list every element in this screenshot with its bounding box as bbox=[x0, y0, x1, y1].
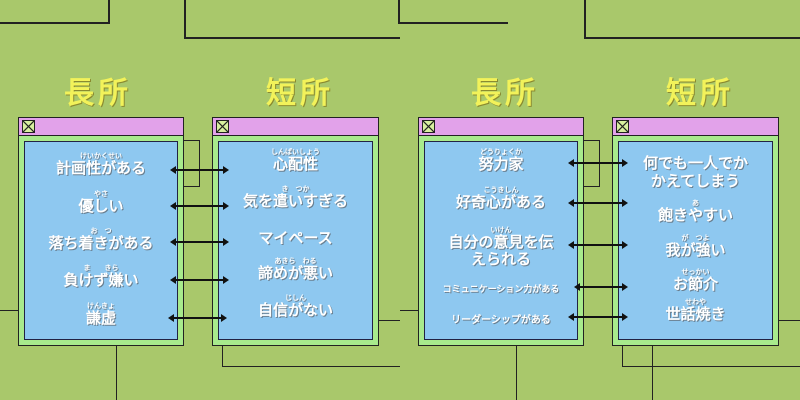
item-text: 飽きやすい bbox=[657, 206, 733, 224]
furigana: が つよ bbox=[681, 234, 710, 242]
list-item: が つよ我が強い bbox=[619, 234, 772, 259]
weaknesses-panel-2: 何でも一人でかかえてしまう あ飽きやすい が つよ我が強い せっかいお節介 せわ… bbox=[612, 117, 779, 346]
furigana: お つ bbox=[90, 227, 112, 235]
double-arrow-icon bbox=[568, 198, 628, 208]
item-text: リーダーシップがある bbox=[451, 315, 551, 326]
strengths-panel-2: どうりょくか努力家 こうきしん好奇心がある いけん自分の意見を伝えられる コミュ… bbox=[418, 117, 584, 346]
panel-content: けいかくせい計画性がある やさ優しい お つ落ち着きがある ま きら負けず嫌い … bbox=[24, 141, 178, 340]
furigana: こうきしん bbox=[483, 186, 519, 194]
item-text: 計画性がある bbox=[55, 159, 146, 177]
furigana: どうりょくか bbox=[480, 148, 522, 156]
item-text: 好奇心がある bbox=[455, 193, 546, 211]
double-arrow-icon bbox=[574, 282, 628, 292]
panel-content: どうりょくか努力家 こうきしん好奇心がある いけん自分の意見を伝えられる コミュ… bbox=[424, 141, 578, 340]
furigana: あ bbox=[692, 199, 699, 207]
list-item: 何でも一人でかかえてしまう bbox=[619, 154, 772, 190]
heading-weaknesses-1: 短所 bbox=[266, 76, 334, 111]
furigana: あきら わる bbox=[274, 257, 317, 265]
strengths-panel-1: けいかくせい計画性がある やさ優しい お つ落ち着きがある ま きら負けず嫌い … bbox=[18, 117, 184, 346]
list-item: あきら わる諦めが悪い bbox=[219, 257, 372, 282]
furigana: けいかくせい bbox=[80, 152, 122, 160]
weaknesses-panel-1: しんぱいしょう心配性 き つか気を遣いすぎる マイペース あきら わる諦めが悪い… bbox=[212, 117, 379, 346]
list-item: リーダーシップがある bbox=[425, 312, 577, 329]
heading-weaknesses-2: 短所 bbox=[666, 76, 734, 111]
item-text: 謙虚 bbox=[85, 309, 116, 327]
list-item: いけん自分の意見を伝えられる bbox=[425, 226, 577, 268]
close-icon[interactable] bbox=[616, 120, 629, 133]
panel-titlebar bbox=[419, 118, 583, 136]
furigana: き つか bbox=[281, 185, 310, 193]
list-item: やさ優しい bbox=[25, 190, 177, 215]
item-text: コミュニケーション力がある bbox=[442, 285, 560, 295]
close-icon[interactable] bbox=[216, 120, 229, 133]
item-text: 負けず嫌い bbox=[63, 271, 139, 289]
item-text: 努力家 bbox=[478, 155, 524, 173]
furigana: じしん bbox=[285, 294, 306, 302]
furigana: いけん bbox=[490, 226, 512, 234]
item-text: 気を遣いすぎる bbox=[242, 192, 348, 210]
double-arrow-icon bbox=[170, 237, 229, 247]
panel-content: 何でも一人でかかえてしまう あ飽きやすい が つよ我が強い せっかいお節介 せわ… bbox=[618, 141, 773, 340]
item-text: 諦めが悪い bbox=[257, 264, 333, 282]
furigana: せっかい bbox=[681, 268, 710, 276]
close-icon[interactable] bbox=[22, 120, 35, 133]
panel-titlebar bbox=[19, 118, 183, 136]
double-arrow-icon bbox=[568, 312, 628, 322]
list-item: せわや世話焼き bbox=[619, 298, 772, 323]
furigana: やさ bbox=[94, 190, 108, 198]
panel-titlebar bbox=[213, 118, 378, 136]
list-item: しんぱいしょう心配性 bbox=[219, 148, 372, 173]
list-item: じしん自信がない bbox=[219, 294, 372, 319]
item-text: お節介 bbox=[672, 275, 718, 293]
item-text: 落ち着きがある bbox=[48, 234, 154, 252]
furigana: けんきょ bbox=[87, 302, 115, 310]
item-text: 心配性 bbox=[272, 155, 318, 173]
furigana: せわや bbox=[685, 298, 706, 306]
list-item: ま きら負けず嫌い bbox=[25, 264, 177, 289]
item-text: 何でも一人でかかえてしまう bbox=[642, 154, 748, 190]
item-text: 世話焼き bbox=[665, 305, 726, 323]
panel-titlebar bbox=[613, 118, 778, 136]
item-text: 自信がない bbox=[257, 301, 333, 319]
heading-strengths-2: 長所 bbox=[471, 76, 539, 111]
furigana: ま きら bbox=[83, 264, 119, 272]
list-item: けんきょ謙虚 bbox=[25, 302, 177, 327]
double-arrow-icon bbox=[568, 158, 628, 168]
item-text: 優しい bbox=[78, 197, 124, 215]
item-text: マイペース bbox=[258, 229, 333, 247]
list-item: こうきしん好奇心がある bbox=[425, 186, 577, 211]
list-item: けいかくせい計画性がある bbox=[25, 152, 177, 177]
double-arrow-icon bbox=[168, 313, 227, 323]
double-arrow-icon bbox=[170, 165, 229, 175]
double-arrow-icon bbox=[170, 201, 229, 211]
furigana: しんぱいしょう bbox=[271, 148, 320, 156]
list-item: せっかいお節介 bbox=[619, 268, 772, 293]
double-arrow-icon bbox=[568, 240, 628, 250]
list-item: マイペース bbox=[219, 230, 372, 247]
close-icon[interactable] bbox=[422, 120, 435, 133]
list-item: き つか気を遣いすぎる bbox=[219, 185, 372, 210]
item-text: 我が強い bbox=[665, 241, 726, 259]
double-arrow-icon bbox=[170, 275, 229, 285]
list-item: どうりょくか努力家 bbox=[425, 148, 577, 173]
heading-strengths-1: 長所 bbox=[64, 76, 132, 111]
list-item: お つ落ち着きがある bbox=[25, 227, 177, 252]
list-item: あ飽きやすい bbox=[619, 199, 772, 224]
list-item: コミュニケーション力がある bbox=[425, 282, 577, 299]
panel-content: しんぱいしょう心配性 き つか気を遣いすぎる マイペース あきら わる諦めが悪い… bbox=[218, 141, 373, 340]
item-text: 自分の意見を伝えられる bbox=[448, 233, 554, 268]
